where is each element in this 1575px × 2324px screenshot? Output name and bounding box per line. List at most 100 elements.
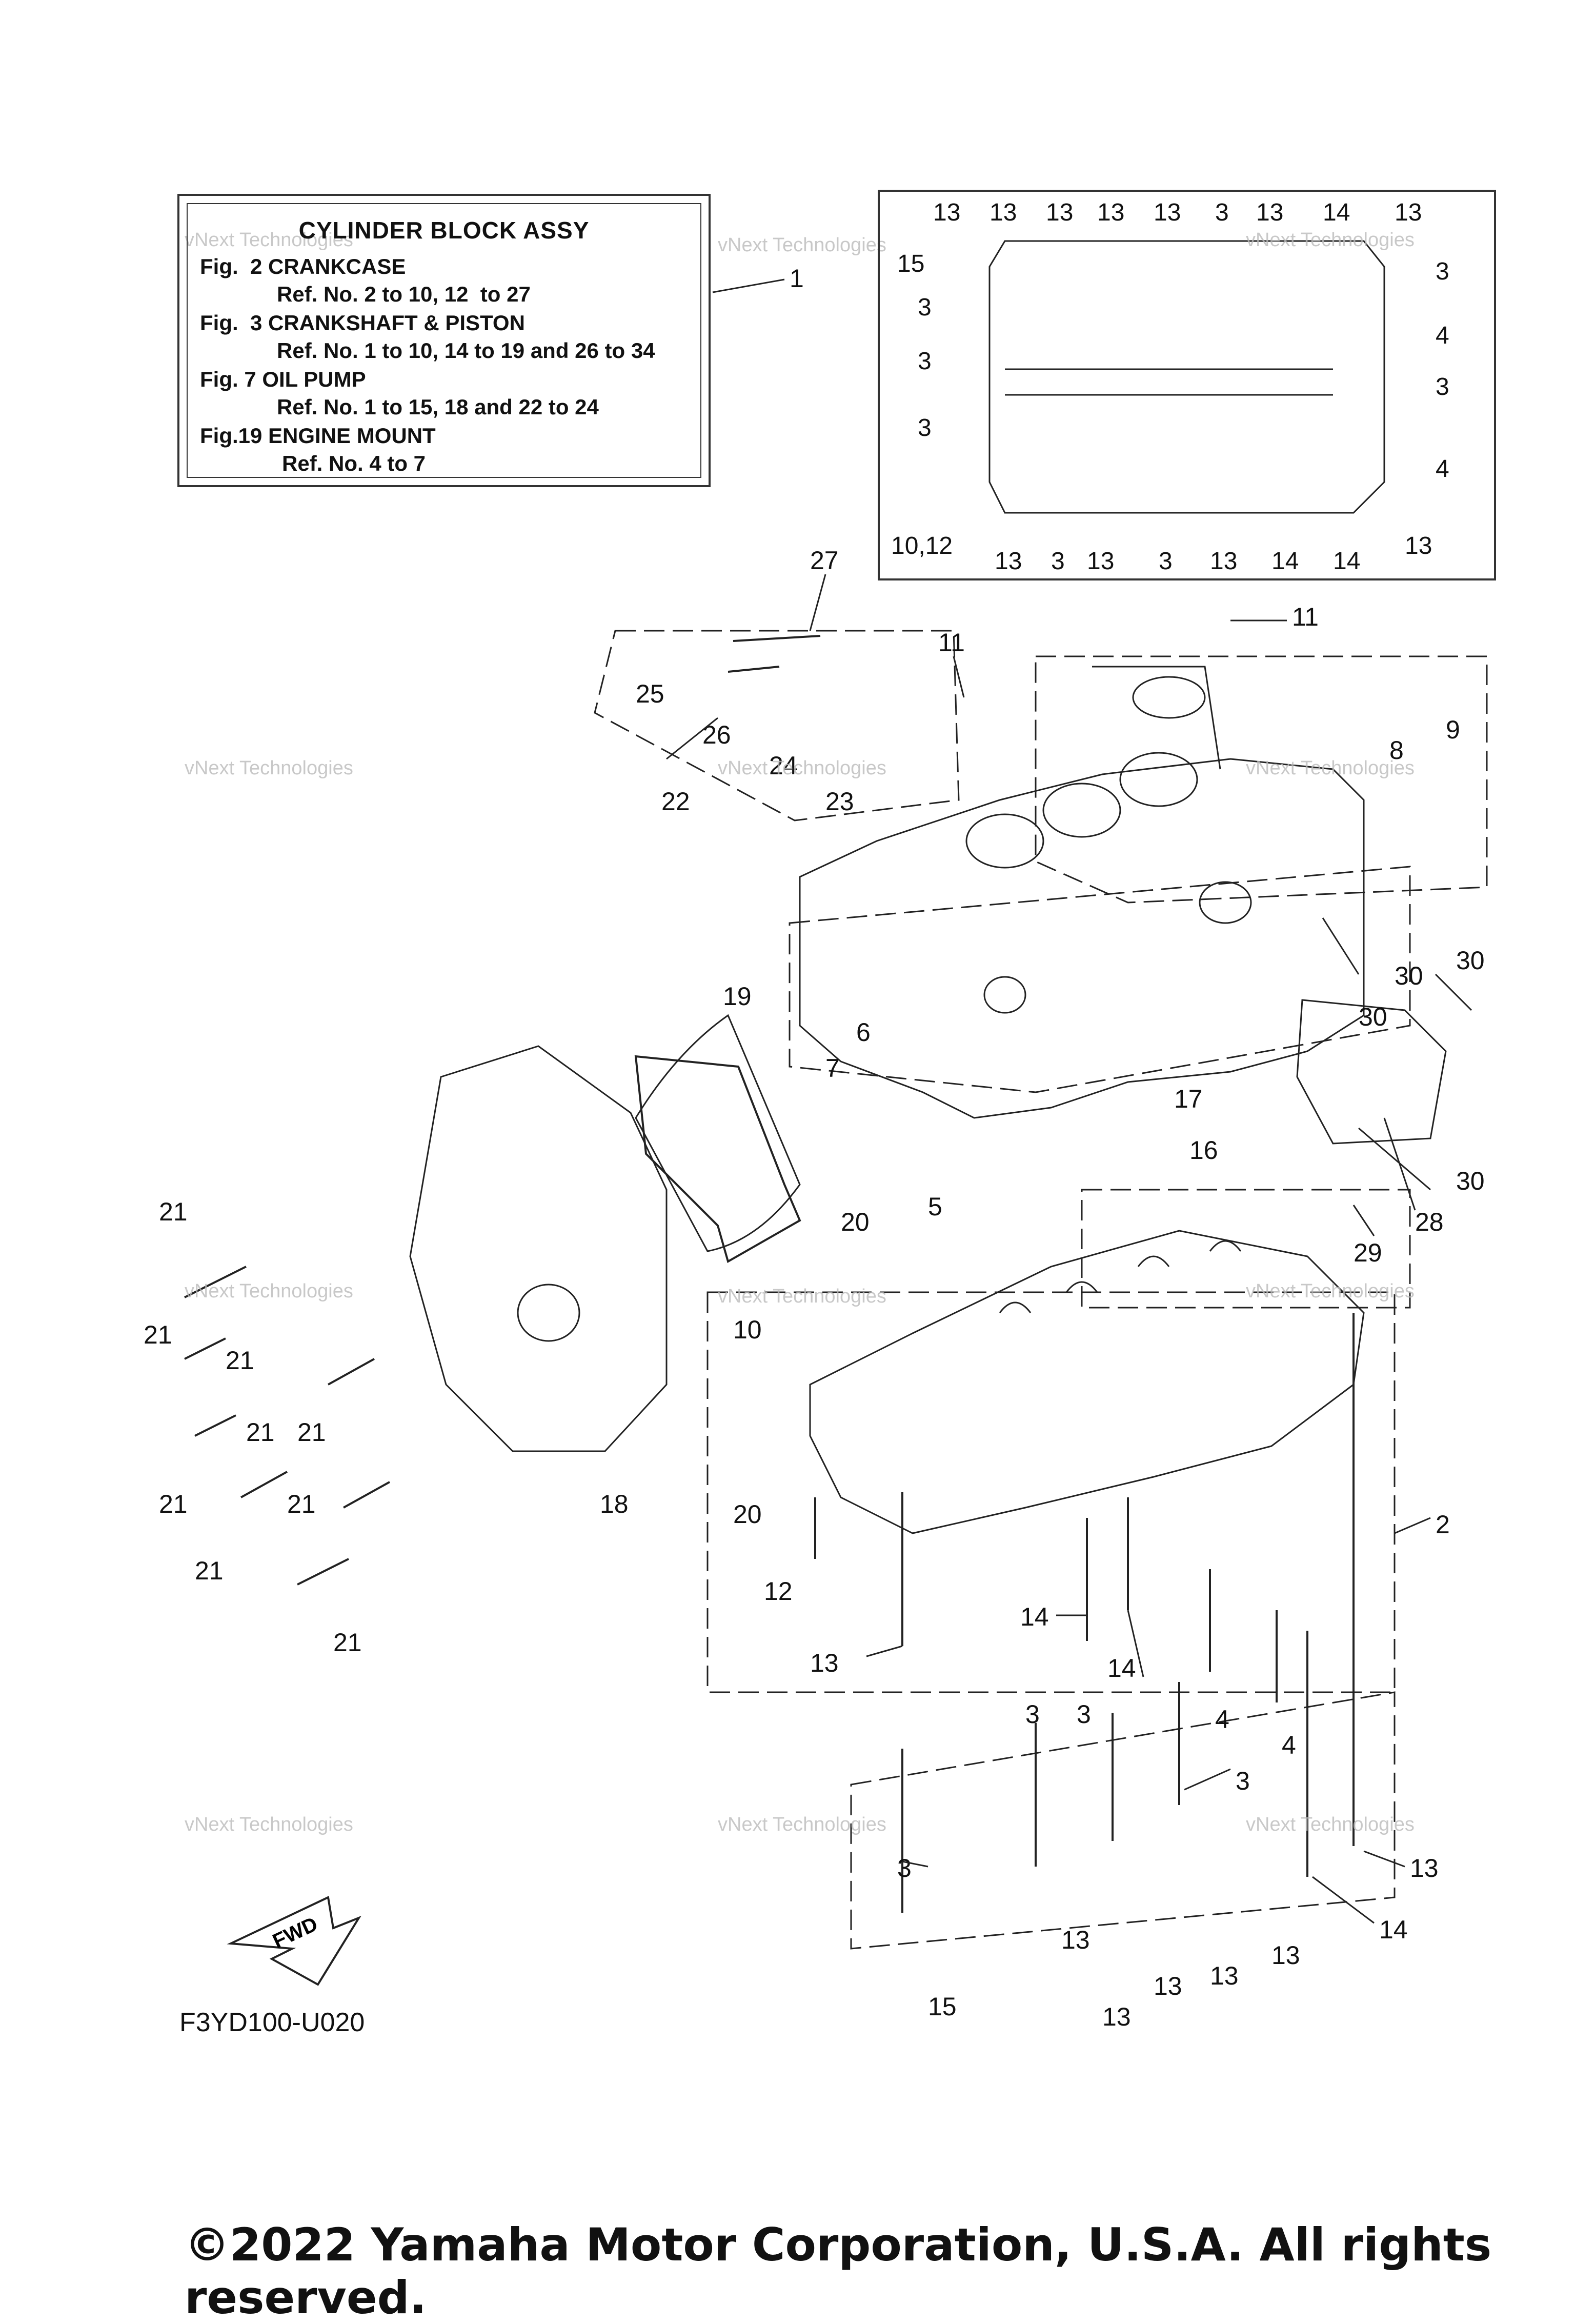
crankcase-upper-drawing [799,666,1365,1119]
callout-label: 30 [1456,1167,1485,1195]
diagram-code: F3YD100-U020 [179,2008,365,2037]
inset-view-frame [878,190,1496,580]
inset-callout-label: 14 [1333,548,1360,575]
callout-label: 24 [769,751,798,780]
watermark-text: vNext Technologies [1246,1280,1415,1302]
callout-label: 3 [1236,1767,1250,1795]
legend-title: CYLINDER BLOCK ASSY [298,217,590,244]
watermark-text: vNext Technologies [1246,757,1415,779]
callout-label: 7 [825,1054,840,1083]
callout-label: 3 [897,1854,912,1882]
callout-label: 15 [928,1992,957,2021]
inset-callout-label: 13 [1097,199,1124,226]
callout-label: 3 [1077,1700,1091,1729]
callout-label: 9 [1446,715,1460,744]
inset-callout-label: 3 [918,348,932,375]
legend-box: CYLINDER BLOCK ASSY Fig. 2 CRANKCASE Ref… [177,194,711,487]
callout-label: 11 [938,628,965,657]
callout-label: 18 [600,1490,629,1518]
callout-label: 30 [1456,946,1485,975]
inset-callout-label: 4 [1436,455,1449,483]
legend-ref-line: Ref. No. 4 to 7 [282,451,426,475]
callout-label: 6 [856,1018,871,1047]
legend-ref-line: Ref. No. 1 to 15, 18 and 22 to 24 [277,395,599,419]
callout-label: 13 [1271,1941,1300,1970]
copyright-notice: ©2022 Yamaha Motor Corporation, U.S.A. A… [185,2218,1492,2324]
inset-callout-label: 13 [1395,199,1422,226]
callout-label: 28 [1415,1208,1444,1236]
callout-label: 30 [1359,1003,1387,1031]
inset-callout-label: 3 [1436,258,1449,285]
assembly-dashed-lines [594,630,1488,1950]
callout-label: 21 [159,1197,188,1226]
callout-label: 12 [764,1577,793,1606]
callout-label: 21 [333,1628,362,1657]
legend-fig-line: Fig. 3 CRANKSHAFT & PISTON [200,311,525,335]
gasket-19-drawing [634,1055,801,1264]
callout-label: 25 [636,679,664,708]
watermark-text: vNext Technologies [718,1286,886,1307]
callout-label: 21 [287,1490,316,1518]
callout-label: 14 [1379,1915,1408,1944]
callout-label: 26 [702,720,731,749]
legend-frame: CYLINDER BLOCK ASSY Fig. 2 CRANKCASE Ref… [187,203,701,478]
inset-callout-label: 13 [1256,199,1283,226]
callout-label: 19 [723,982,752,1011]
crankcase-lower-drawing [809,1230,1365,1534]
inset-callout-label: 13 [995,548,1022,575]
callout-label: 22 [661,787,690,816]
legend-ref-line: Ref. No. 1 to 10, 14 to 19 and 26 to 34 [277,338,655,363]
inset-callout-label: 3 [1436,373,1449,400]
watermark-text: vNext Technologies [718,234,886,256]
callout-label: 23 [825,787,854,816]
callout-label: 13 [1154,1972,1182,2000]
callout-label: 4 [1282,1731,1296,1759]
callout-label: 21 [195,1556,224,1585]
callout-label: 14 [1107,1654,1136,1682]
inset-callout-label: 13 [990,199,1017,226]
watermark-text: vNext Technologies [185,1814,353,1835]
callout-label: 2 [1436,1510,1450,1539]
callout-label: 13 [1410,1854,1439,1882]
legend-fig-line: Fig.19 ENGINE MOUNT [200,424,436,448]
callout-label: 16 [1189,1136,1218,1165]
fwd-arrow [227,1896,361,1986]
callout-label: 8 [1389,736,1404,765]
callout-label: 29 [1354,1238,1382,1267]
inset-callout-label: 3 [918,414,932,442]
inset-crankcase-drawing [988,240,1385,514]
inset-callout-label: 3 [1159,548,1173,575]
callout-label: 14 [1020,1602,1049,1631]
inset-callout-label: 15 [897,250,924,277]
legend-ref-line: Ref. No. 2 to 10, 12 to 27 [277,282,531,306]
callout-label: 20 [733,1500,762,1529]
watermark-text: vNext Technologies [185,1280,353,1302]
inset-callout-label: 3 [1215,199,1229,226]
inset-callout-label: 14 [1323,199,1350,226]
callout-label: 21 [159,1490,188,1518]
inset-callout-label: 13 [1087,548,1114,575]
inset-callout-label: 14 [1271,548,1299,575]
watermark-text: vNext Technologies [1246,1814,1415,1835]
callout-label: 13 [1102,2002,1131,2031]
inset-callout-label: 13 [933,199,960,226]
callout-label: 17 [1174,1085,1203,1113]
inset-callout-label: 3 [918,294,932,321]
inset-callout-label: 13 [1210,548,1237,575]
watermark-text: vNext Technologies [1246,229,1415,251]
callout-label: 21 [246,1418,275,1447]
callout-label: 21 [297,1418,326,1447]
callout-label: 5 [928,1192,942,1221]
legend-fig-line: Fig. 2 CRANKCASE [200,254,406,278]
inset-callouts: 13 13 13 13 13 3 13 14 13 15 3 3 3 3 4 3… [891,199,1449,575]
side-cover-drawing [409,1014,801,1452]
callout-label: 11 [1292,603,1319,631]
fwd-label: FWD [269,1913,321,1953]
callout-label: 13 [810,1649,839,1677]
callout-label: 21 [144,1320,172,1349]
watermarks: vNext Technologies vNext Technologies vN… [185,229,1415,1835]
callout-label: 13 [1210,1961,1239,1990]
inset-callout-label: 3 [1051,548,1065,575]
